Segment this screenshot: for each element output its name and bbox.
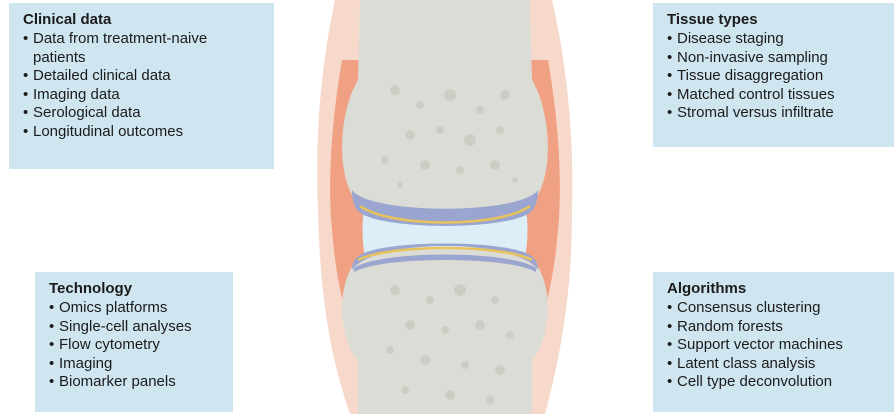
- list-item: Imaging: [49, 355, 223, 374]
- list-item: Non-invasive sampling: [667, 49, 884, 68]
- algorithms-list: Consensus clustering Random forests Supp…: [667, 299, 884, 392]
- list-item: Detailed clinical data: [23, 67, 264, 86]
- technology-box: Technology Omics platforms Single-cell a…: [35, 272, 233, 412]
- joint-illustration: [300, 0, 590, 414]
- list-item: Serological data: [23, 104, 264, 123]
- list-item: Latent class analysis: [667, 355, 884, 374]
- list-item: Tissue disaggregation: [667, 67, 884, 86]
- tissue-types-box: Tissue types Disease staging Non-invasiv…: [653, 3, 894, 147]
- list-item: Stromal versus infiltrate: [667, 104, 884, 123]
- list-item: Longitudinal outcomes: [23, 123, 264, 142]
- upper-bone: [342, 0, 548, 226]
- tissue-types-list: Disease staging Non-invasive sampling Ti…: [667, 30, 884, 123]
- list-item: Support vector machines: [667, 336, 884, 355]
- lower-bone: [342, 244, 548, 414]
- list-item: Imaging data: [23, 86, 264, 105]
- technology-title: Technology: [49, 280, 223, 298]
- list-item: Random forests: [667, 318, 884, 337]
- list-item: Cell type deconvolution: [667, 373, 884, 392]
- list-item: Single-cell analyses: [49, 318, 223, 337]
- algorithms-box: Algorithms Consensus clustering Random f…: [653, 272, 894, 412]
- list-item: Omics platforms: [49, 299, 223, 318]
- list-item: Consensus clustering: [667, 299, 884, 318]
- list-item: Flow cytometry: [49, 336, 223, 355]
- list-item: Matched control tissues: [667, 86, 884, 105]
- tissue-types-title: Tissue types: [667, 11, 884, 29]
- clinical-data-box: Clinical data Data from treatment-naivep…: [9, 3, 274, 169]
- clinical-data-title: Clinical data: [23, 11, 264, 29]
- algorithms-title: Algorithms: [667, 280, 884, 298]
- list-item: Biomarker panels: [49, 373, 223, 392]
- list-item: Disease staging: [667, 30, 884, 49]
- technology-list: Omics platforms Single-cell analyses Flo…: [49, 299, 223, 392]
